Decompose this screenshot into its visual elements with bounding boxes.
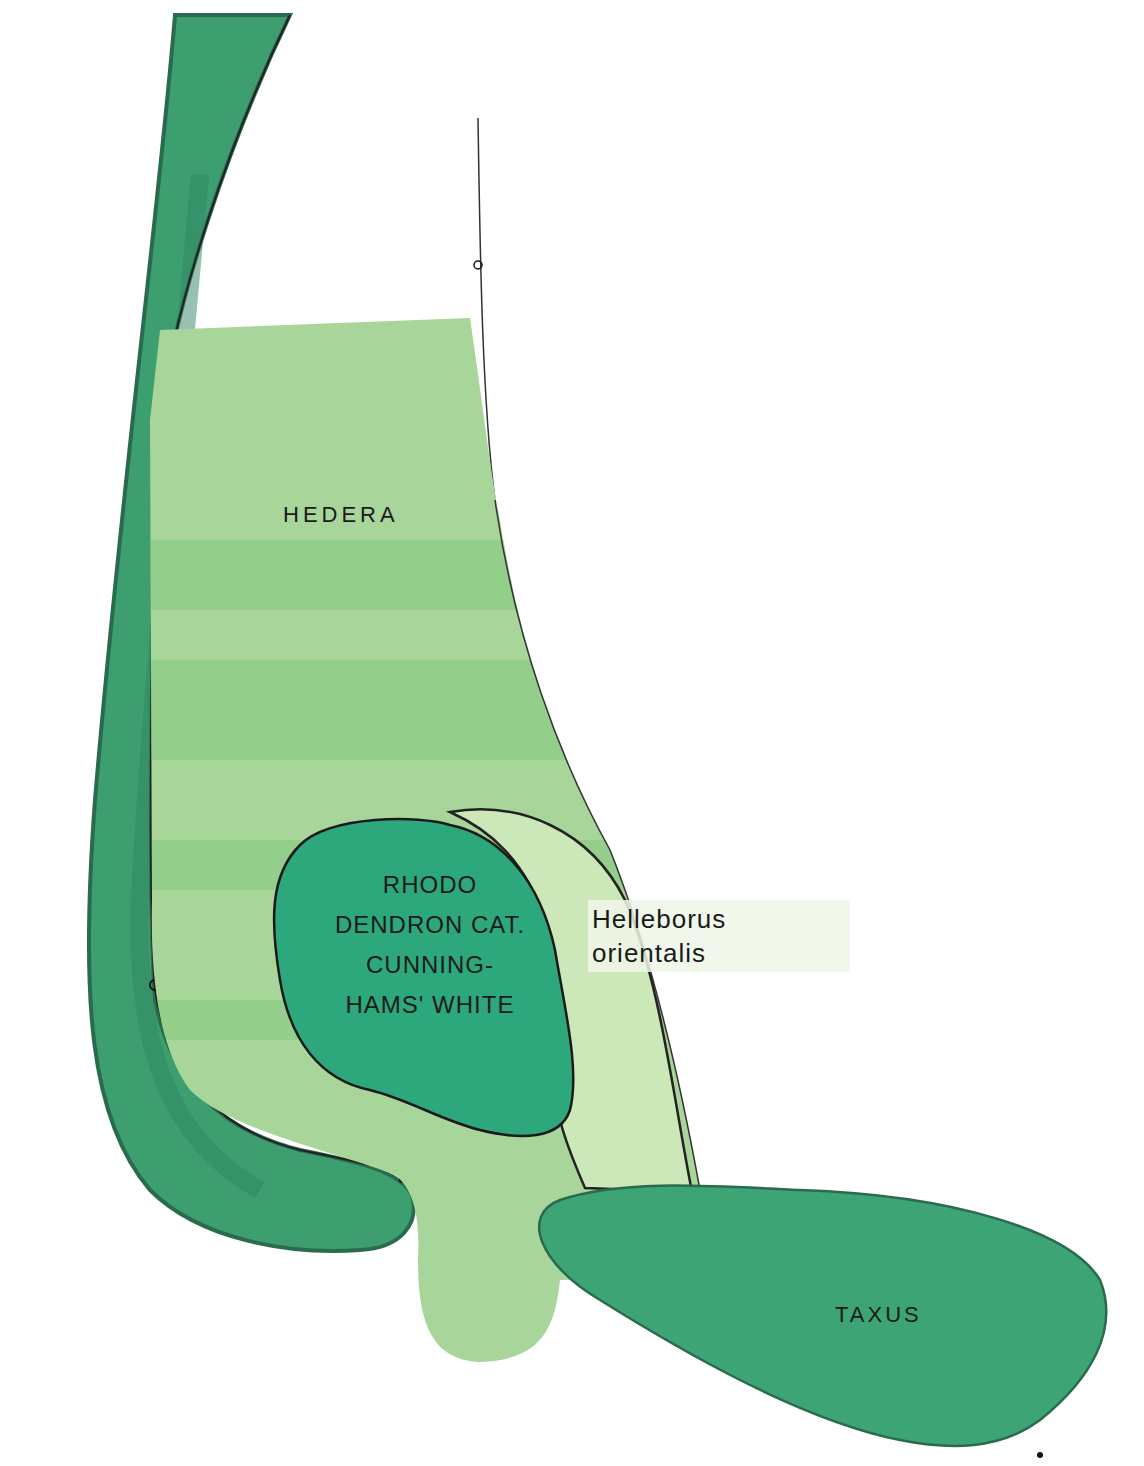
plant-label: RHODO DENDRON CAT. CUNNING- HAMS' WHITE — [330, 865, 530, 1025]
foliage-stroke — [140, 540, 710, 610]
foliage-stroke — [140, 660, 710, 760]
taxus-hedge: TAXUS — [525, 1180, 1115, 1455]
hedera-bed: HEDERA RHODO DENDRON CAT. CUNNING- HAMS' … — [140, 110, 710, 1370]
plant-label: Helleborus orientalis — [588, 900, 850, 972]
plant-label: HEDERA — [283, 500, 443, 529]
shape-fill — [450, 809, 692, 1192]
plant-label: TAXUS — [835, 1300, 975, 1329]
marker-ring — [474, 261, 482, 269]
shape-outline — [525, 1180, 1115, 1455]
marker-dot — [1037, 1452, 1043, 1458]
shape-fill — [539, 1186, 1106, 1446]
rhododendron-shrub: RHODO DENDRON CAT. CUNNING- HAMS' WHITE — [265, 810, 585, 1145]
